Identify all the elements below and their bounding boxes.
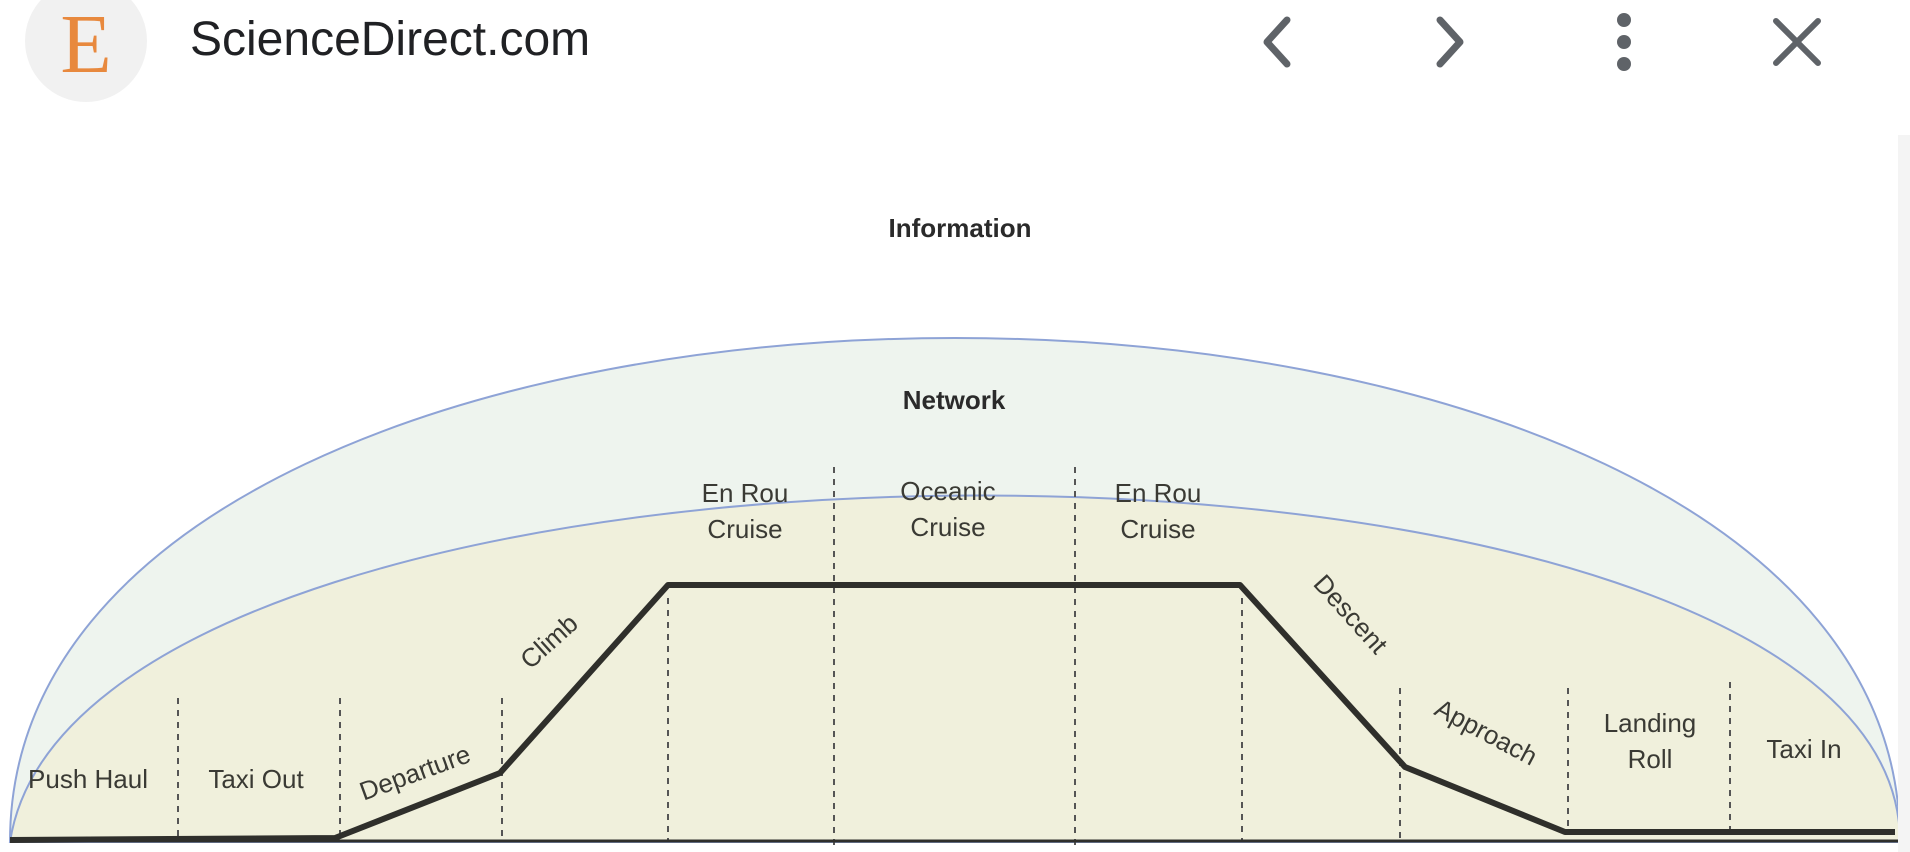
chevron-left-icon xyxy=(1263,16,1291,68)
scrollbar-track[interactable] xyxy=(1898,135,1910,852)
more-options-button[interactable] xyxy=(1592,10,1656,74)
back-button[interactable] xyxy=(1245,10,1309,74)
phase-label-push-haul: Push Haul xyxy=(28,764,148,794)
close-icon xyxy=(1773,18,1821,66)
site-logo-letter: E xyxy=(60,0,112,91)
chevron-right-icon xyxy=(1436,16,1464,68)
phase-label-taxi-out: Taxi Out xyxy=(208,764,304,794)
information-label: Information xyxy=(889,213,1032,243)
browser-header: E ScienceDirect.com xyxy=(0,0,1910,110)
forward-button[interactable] xyxy=(1418,10,1482,74)
flight-profile-line xyxy=(9,582,1895,843)
network-label: Network xyxy=(903,385,1006,415)
more-vert-icon xyxy=(1617,13,1631,71)
site-title: ScienceDirect.com xyxy=(190,13,591,66)
site-logo: E xyxy=(25,0,147,102)
phase-label-taxi-in: Taxi In xyxy=(1766,734,1841,764)
close-button[interactable] xyxy=(1765,10,1829,74)
phase-separators xyxy=(177,467,1731,848)
network-region xyxy=(8,494,1902,843)
